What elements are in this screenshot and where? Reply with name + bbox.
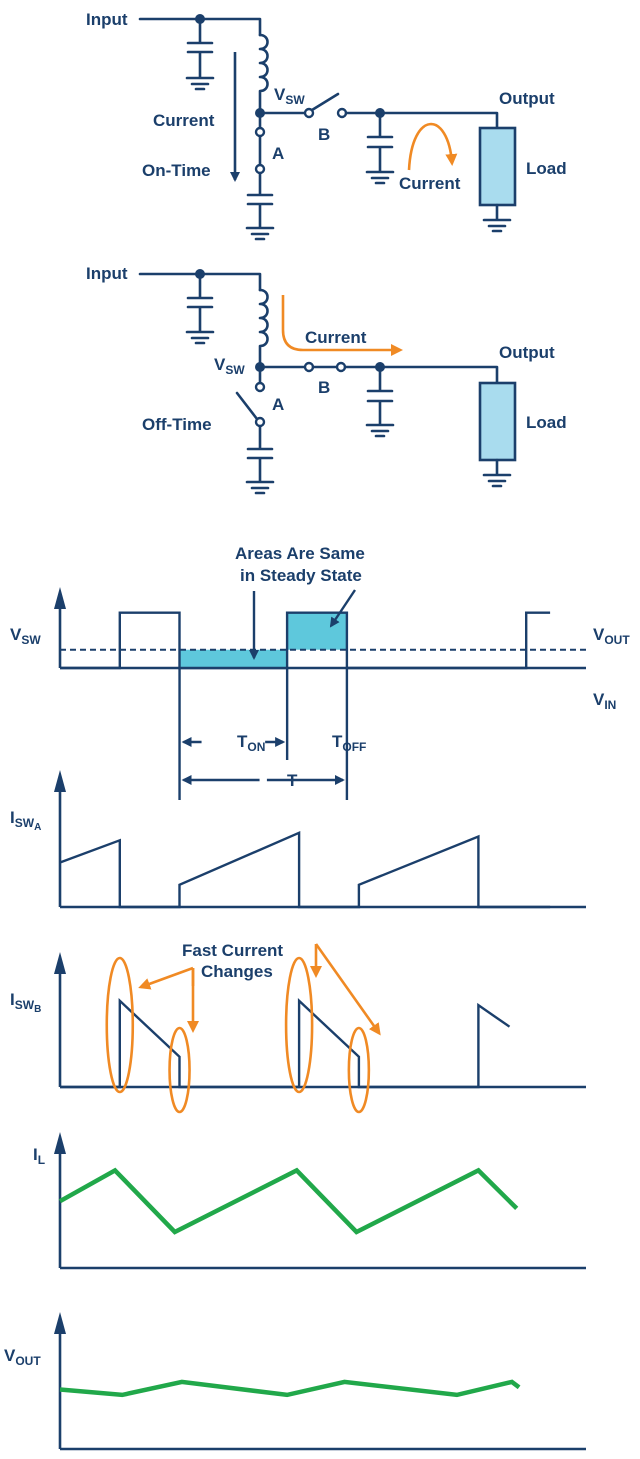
- fast-change-arrow-icon: [314, 943, 381, 1036]
- iswb-axis-label: ISWB: [10, 990, 41, 1015]
- load-ground-icon: [482, 458, 512, 488]
- iswb-chart: Fast Current Changes ISWB: [10, 941, 586, 1114]
- fast-change-highlight: [284, 956, 314, 1094]
- vout-y-axis-arrow-icon: [54, 1312, 66, 1334]
- input-label: Input: [86, 10, 128, 29]
- switch-capacitor: [245, 424, 275, 495]
- iswa-chart: ISWA: [10, 770, 586, 909]
- vout-axis-label: VOUT: [4, 1346, 41, 1368]
- iswa-axis-label: ISWA: [10, 808, 41, 833]
- input-capacitor: [185, 272, 215, 345]
- annotation-arrow-icon: [329, 589, 356, 628]
- switch-b-label: B: [318, 378, 330, 397]
- switch-b-open: [303, 92, 348, 119]
- load-ground-icon: [482, 203, 512, 233]
- fast-change-highlight: [347, 1026, 371, 1114]
- switch-a-open: [235, 391, 259, 421]
- current-label: Current: [305, 328, 367, 347]
- output-capacitor: [365, 365, 395, 438]
- vsw-chart: Areas Are Same in Steady State VSW VOUT …: [10, 544, 630, 800]
- fast-change-arrow-icon: [138, 966, 194, 990]
- vout-chart: VOUT: [4, 1312, 586, 1451]
- iswb-annotation-line2: Changes: [201, 962, 273, 981]
- il-chart: IL: [33, 1132, 586, 1270]
- iswa-waveform: [59, 830, 551, 909]
- output-wire: [343, 365, 499, 385]
- load-current-arrow-icon: [407, 122, 458, 171]
- mode-label: On-Time: [142, 161, 211, 180]
- current-label: Current: [153, 111, 215, 130]
- iswb-annotation-line1: Fast Current: [182, 941, 283, 960]
- switch-b-closed: [303, 361, 347, 373]
- il-waveform: [58, 1167, 519, 1235]
- circuit-off-time: Input VSW B Output Load A: [86, 264, 567, 495]
- input-wire: [138, 272, 262, 292]
- fast-change-highlight: [168, 1026, 191, 1114]
- load-current-label: Current: [399, 174, 461, 193]
- vsw-y-axis-arrow-icon: [54, 587, 66, 609]
- il-axis-label: IL: [33, 1145, 45, 1167]
- switch-capacitor: [245, 171, 275, 241]
- vsw-annotation-line2: in Steady State: [240, 566, 362, 585]
- switch-a-label: A: [272, 144, 284, 163]
- waveform-charts: Areas Are Same in Steady State VSW VOUT …: [4, 544, 630, 1451]
- iswb-waveform: [60, 998, 511, 1089]
- mode-label: Off-Time: [142, 415, 212, 434]
- vsw-label: VSW: [214, 355, 245, 377]
- iswb-y-axis-arrow-icon: [54, 952, 66, 974]
- switch-b-label: B: [318, 125, 330, 144]
- vsw-annotation-line1: Areas Are Same: [235, 544, 365, 563]
- iswa-y-axis-arrow-icon: [54, 770, 66, 792]
- fast-change-highlight: [105, 956, 135, 1094]
- inductor-icon: [258, 288, 269, 369]
- switch-a-terminal: [254, 381, 266, 393]
- il-y-axis-arrow-icon: [54, 1132, 66, 1154]
- output-label: Output: [499, 89, 555, 108]
- vsw-waveform: [60, 611, 551, 670]
- load-label: Load: [526, 413, 567, 432]
- toff-area: [287, 612, 347, 650]
- load-resistor: [478, 381, 517, 462]
- ton-area: [179, 649, 288, 668]
- output-label: Output: [499, 343, 555, 362]
- circuit-on-time: Input VSW B Output Load A: [86, 10, 567, 241]
- vout-level-label: VOUT: [593, 625, 630, 647]
- load-label: Load: [526, 159, 567, 178]
- inductor-icon: [258, 33, 269, 115]
- output-capacitor: [365, 111, 395, 185]
- input-wire: [138, 17, 262, 37]
- input-label: Input: [86, 264, 128, 283]
- vout-waveform: [59, 1379, 521, 1398]
- vsw-label: VSW: [274, 85, 305, 107]
- toff-label: TOFF: [332, 732, 366, 754]
- load-resistor: [478, 126, 517, 207]
- switch-a-label: A: [272, 395, 284, 414]
- vin-level-label: VIN: [593, 690, 616, 712]
- input-capacitor: [185, 17, 215, 91]
- output-wire: [344, 111, 499, 130]
- ton-label: TON: [237, 732, 265, 754]
- current-right-arrow-icon: [281, 295, 403, 356]
- vsw-axis-label: VSW: [10, 625, 41, 647]
